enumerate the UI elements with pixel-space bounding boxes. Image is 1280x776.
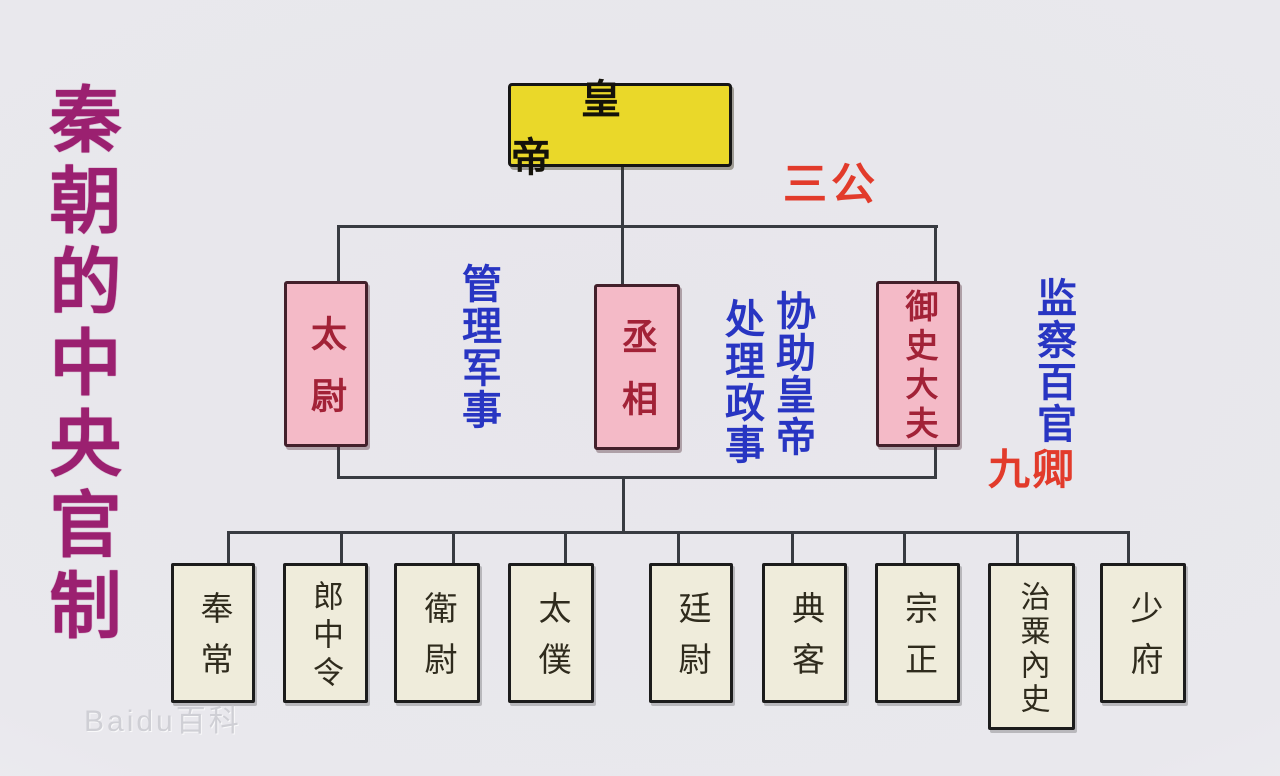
minister-shaofu: 少府 — [1100, 563, 1186, 703]
minister-langzhongling-label: 郎中令 — [308, 579, 343, 694]
connector-drop-6 — [791, 531, 794, 564]
node-taiwei: 太尉 — [284, 281, 368, 447]
minister-tingwei-label: 廷尉 — [673, 591, 709, 693]
annotation-chengxiang-left-text: 处理政事 — [719, 298, 764, 466]
minister-zhisuneishi: 治粟內史 — [988, 563, 1075, 730]
connector-center-drop — [622, 476, 625, 533]
connector-drop-1 — [227, 531, 230, 564]
minister-fengchang-label: 奉常 — [195, 591, 231, 693]
annotation-taiwei-duty: 管理军事 — [449, 263, 507, 434]
node-taiwei-label: 太尉 — [306, 315, 346, 439]
minister-fengchang: 奉常 — [171, 563, 255, 703]
minister-dianke: 典客 — [762, 563, 847, 703]
connector-taiwei-drop — [337, 225, 340, 283]
annotation-chengxiang-duty-left: 处理政事 — [712, 298, 770, 469]
node-chengxiang: 丞相 — [594, 284, 680, 450]
connector-yushidafu-drop — [934, 225, 937, 283]
connector-drop-9 — [1127, 531, 1130, 564]
minister-taipu-label: 太僕 — [533, 591, 569, 693]
node-emperor-label: 皇帝 — [511, 77, 691, 180]
connector-yushidafu-down — [934, 447, 937, 478]
connector-drop-5 — [677, 531, 680, 564]
minister-weiwei-label: 衛尉 — [419, 591, 455, 693]
connector-h2 — [337, 476, 937, 479]
node-chengxiang-label: 丞相 — [617, 318, 657, 442]
page-title: 秦朝的中央官制 — [38, 82, 118, 649]
minister-zongzheng-label: 宗正 — [899, 591, 936, 693]
minister-langzhongling: 郎中令 — [283, 563, 368, 703]
label-sangong: 三公 — [783, 160, 879, 209]
minister-zhisuneishi-label: 治粟內史 — [1015, 580, 1049, 717]
connector-h1 — [337, 225, 938, 228]
annotation-taiwei-duty-text: 管理军事 — [456, 263, 501, 431]
annotation-chengxiang-right-text: 协助皇帝 — [770, 290, 815, 458]
minister-dianke-label: 典客 — [786, 591, 823, 693]
connector-drop-7 — [903, 531, 906, 564]
annotation-chengxiang-duty-right: 协助皇帝 — [763, 290, 821, 461]
minister-tingwei: 廷尉 — [649, 563, 733, 703]
minister-zongzheng: 宗正 — [875, 563, 960, 703]
node-yushidafu-label: 御史大夫 — [900, 289, 936, 445]
label-jiuqing: 九卿 — [988, 448, 1077, 494]
annotation-yushidafu-duty-text: 监察百官 — [1031, 277, 1076, 445]
minister-shaofu-label: 少府 — [1125, 591, 1161, 693]
connector-taiwei-down — [337, 447, 340, 478]
annotation-yushidafu-duty: 监察百官 — [1024, 277, 1082, 448]
connector-drop-3 — [452, 531, 455, 564]
connector-drop-8 — [1016, 531, 1019, 564]
node-yushidafu: 御史大夫 — [876, 281, 960, 447]
node-emperor: 皇帝 — [508, 77, 732, 180]
minister-weiwei: 衛尉 — [394, 563, 480, 703]
minister-taipu: 太僕 — [508, 563, 594, 703]
connector-drop-4 — [564, 531, 567, 564]
watermark: Baidu百科 — [84, 705, 242, 738]
connector-drop-2 — [340, 531, 343, 564]
